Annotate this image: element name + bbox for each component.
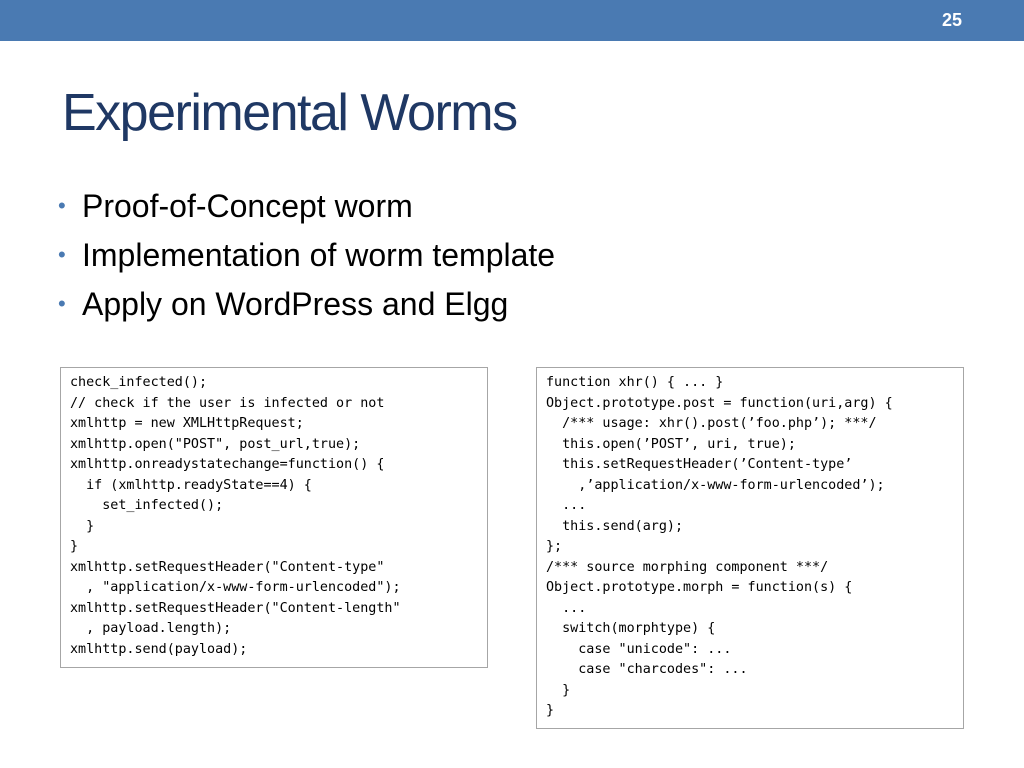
bullet-text: Apply on WordPress and Elgg [82, 286, 509, 322]
bullet-icon: • [58, 193, 66, 218]
bullet-item: • Implementation of worm template [58, 232, 555, 281]
bullet-text: Implementation of worm template [82, 237, 556, 273]
bullet-icon: • [58, 242, 66, 267]
code-box-xhr-morph: function xhr() { ... } Object.prototype.… [536, 367, 964, 729]
bullet-icon: • [58, 291, 66, 316]
code-snippet-infection-check: check_infected(); // check if the user i… [70, 375, 401, 657]
bullet-item: • Proof-of-Concept worm [58, 183, 555, 232]
top-bar: 25 [0, 0, 1024, 41]
slide-number: 25 [941, 10, 962, 30]
bullet-list: • Proof-of-Concept worm • Implementation… [58, 183, 555, 330]
code-snippet-xhr-morph: function xhr() { ... } Object.prototype.… [546, 375, 893, 718]
code-box-infection-check: check_infected(); // check if the user i… [60, 367, 488, 668]
bullet-text: Proof-of-Concept worm [82, 188, 413, 224]
slide-title: Experimental Worms [62, 84, 518, 142]
bullet-item: • Apply on WordPress and Elgg [58, 281, 555, 330]
